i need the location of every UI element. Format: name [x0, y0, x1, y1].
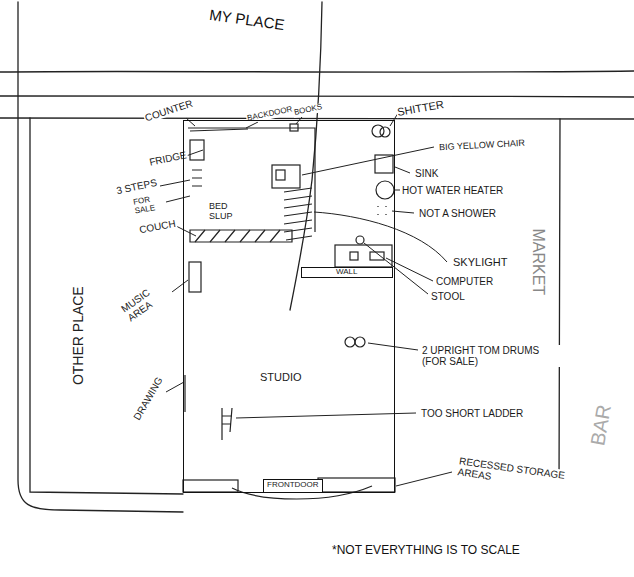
- place-title: MY PLACE: [207, 7, 286, 34]
- building-outline: STUDIO FRONTDOOR WALL: [183, 120, 395, 493]
- sketch-line: [0, 96, 634, 97]
- sketch-line: [172, 280, 188, 292]
- sketch-line: [236, 413, 416, 418]
- sketch-line: [189, 262, 201, 292]
- sketch-line: [276, 170, 285, 180]
- room-label: SHITTER: [395, 98, 445, 118]
- sketch-line: [380, 127, 390, 137]
- room-label: TOO SHORT LADDER: [420, 408, 524, 419]
- leader-lines: [160, 110, 452, 486]
- neighbor-label: BAR: [586, 402, 615, 448]
- sketch-line: [335, 245, 392, 267]
- wall-bar: WALL: [301, 267, 393, 278]
- neighbor-label: OTHER PLACE: [71, 285, 86, 386]
- room-label: DRAWING: [131, 374, 166, 423]
- sketch-line: [0, 71, 634, 72]
- sketch-line: [378, 206, 386, 215]
- part-label: FRONTDOOR: [266, 481, 320, 490]
- sketch-line: [318, 478, 395, 492]
- neighbor-label: MARKET: [530, 227, 548, 296]
- sketch-line: [376, 181, 394, 199]
- room-label: MUSIC AREA: [118, 276, 173, 324]
- room-label: 2 UPRIGHT TOM DRUMS (FOR SALE): [421, 345, 563, 367]
- sketch-line: [166, 382, 184, 392]
- furniture: [183, 124, 395, 499]
- sketch-line: [314, 212, 447, 262]
- sketch-line: [190, 129, 248, 131]
- room-label: FOR SALE: [132, 193, 167, 216]
- room-label: RECESSED STORAGE AREAS: [456, 455, 572, 493]
- sketch-line: [166, 196, 190, 202]
- sketch-line: [176, 226, 196, 236]
- room-label: 3 STEPS: [114, 177, 158, 197]
- sketch-line: [190, 230, 292, 242]
- sketch-line: [392, 211, 414, 213]
- sketch-line: [188, 128, 315, 232]
- room-label: BIG YELLOW CHAIR: [438, 139, 526, 153]
- room-label: COUCH: [137, 218, 177, 236]
- room-label: SKYLIGHT: [452, 256, 508, 268]
- sketch-line: [386, 258, 433, 281]
- sketch-line: [290, 2, 322, 310]
- sketch-line: [368, 343, 418, 350]
- sketch-line: [356, 236, 364, 244]
- door-box: FRONTDOOR: [263, 479, 323, 493]
- sketch-line: [184, 375, 185, 412]
- room-label: BED SLUP: [208, 202, 240, 222]
- room-label: NOT A SHOWER: [418, 208, 497, 219]
- sketch-line: [195, 230, 280, 242]
- room-label: BOOKS: [292, 103, 324, 118]
- sketch-line: [30, 118, 183, 494]
- sketch-line: [272, 165, 300, 188]
- room-label: STOOL: [430, 291, 466, 302]
- room-label: SINK: [414, 168, 439, 179]
- streets: [0, 2, 634, 512]
- sketch-line: [355, 337, 365, 347]
- sketch-line: [186, 150, 203, 156]
- sketch-line: [18, 2, 183, 512]
- sketch-line: [160, 180, 190, 186]
- sketch-line: [345, 337, 355, 347]
- sketch-line: [559, 119, 560, 490]
- room-label: HOT WATER HEATER: [401, 185, 504, 196]
- scale-note: *NOT EVERYTHING IS TO SCALE: [331, 544, 521, 557]
- room-label: COMPUTER: [435, 276, 494, 287]
- room-name: STUDIO: [259, 371, 303, 383]
- sketch-line: [183, 480, 238, 492]
- sketch-line: [284, 188, 312, 240]
- sketch-line: [372, 125, 384, 137]
- part-label: WALL: [335, 268, 359, 277]
- sketch-line: [192, 170, 202, 186]
- sketch-line: [396, 472, 452, 486]
- sketch-line: [395, 190, 400, 191]
- sketch-line: [350, 252, 358, 260]
- sketch-line: [222, 408, 232, 440]
- sketch-line: [395, 167, 410, 173]
